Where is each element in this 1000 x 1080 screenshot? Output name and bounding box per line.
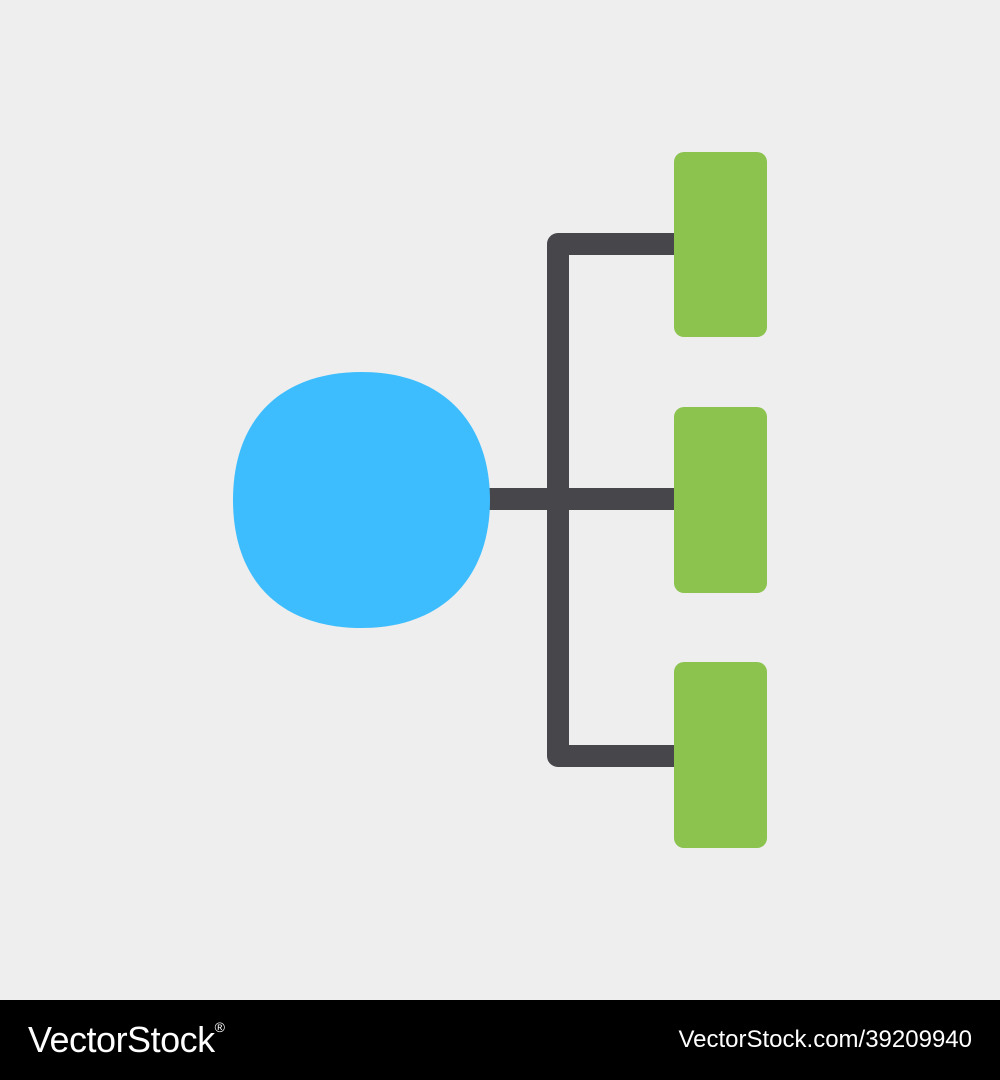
watermark-bar: VectorStock® VectorStock.com/39209940 [0, 1000, 1000, 1080]
child-node-middle [674, 407, 767, 593]
hierarchy-diagram [233, 152, 767, 848]
hierarchy-icon [233, 152, 767, 848]
child-node-top [674, 152, 767, 337]
connector-lines [480, 233, 688, 767]
registered-mark: ® [214, 1019, 225, 1035]
image-id: VectorStock.com/39209940 [678, 1026, 972, 1053]
brand-name: VectorStock [28, 1019, 215, 1060]
vectorstock-logo: VectorStock® [28, 1019, 225, 1061]
child-node-bottom [674, 662, 767, 848]
root-node [233, 372, 490, 628]
